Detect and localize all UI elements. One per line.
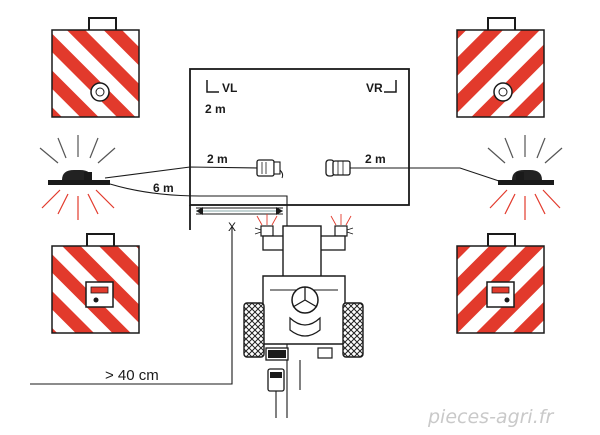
tail-lamp-icon bbox=[486, 281, 515, 308]
label-vr: VR bbox=[366, 81, 383, 95]
lamp-lens-icon bbox=[493, 82, 513, 102]
label-cable-left: 2 m bbox=[207, 152, 228, 166]
work-light-left bbox=[254, 214, 278, 237]
plug-connector-left bbox=[256, 159, 284, 179]
rotating-beacon-right bbox=[487, 135, 563, 220]
socket-connector-right bbox=[325, 159, 351, 177]
warning-plate-bottom-right bbox=[456, 233, 545, 334]
rotating-beacon-left bbox=[39, 135, 116, 220]
lamp-lens-icon bbox=[90, 82, 110, 102]
work-light-right bbox=[330, 214, 354, 237]
watermark: pieces-agri.fr bbox=[427, 406, 554, 428]
label-vl: VL bbox=[222, 81, 237, 95]
rear-wheel-right bbox=[342, 302, 364, 358]
cable-lines bbox=[30, 166, 506, 418]
warning-plate-top-left bbox=[51, 17, 140, 118]
arrow-right-icon bbox=[276, 207, 283, 215]
tail-lamp-icon bbox=[85, 281, 114, 308]
tractor-icon bbox=[243, 214, 364, 418]
label-cable-right: 2 m bbox=[365, 152, 386, 166]
warning-plate-bottom-left bbox=[51, 233, 140, 334]
rear-wheel-left bbox=[243, 302, 265, 358]
label-cable-vertical: 2 m bbox=[205, 102, 226, 116]
tractor-socket-icon bbox=[267, 368, 285, 418]
label-distance: > 40 cm bbox=[105, 367, 159, 384]
warning-plate-top-right bbox=[456, 17, 545, 118]
steering-wheel-icon bbox=[291, 286, 319, 314]
vl-corner-mark bbox=[206, 80, 219, 93]
arrow-left-icon bbox=[196, 207, 203, 215]
implement-outline bbox=[189, 68, 410, 206]
vr-corner-mark bbox=[384, 80, 397, 93]
label-cross-mark: X bbox=[228, 220, 236, 234]
label-cable-long: 6 m bbox=[153, 181, 174, 195]
